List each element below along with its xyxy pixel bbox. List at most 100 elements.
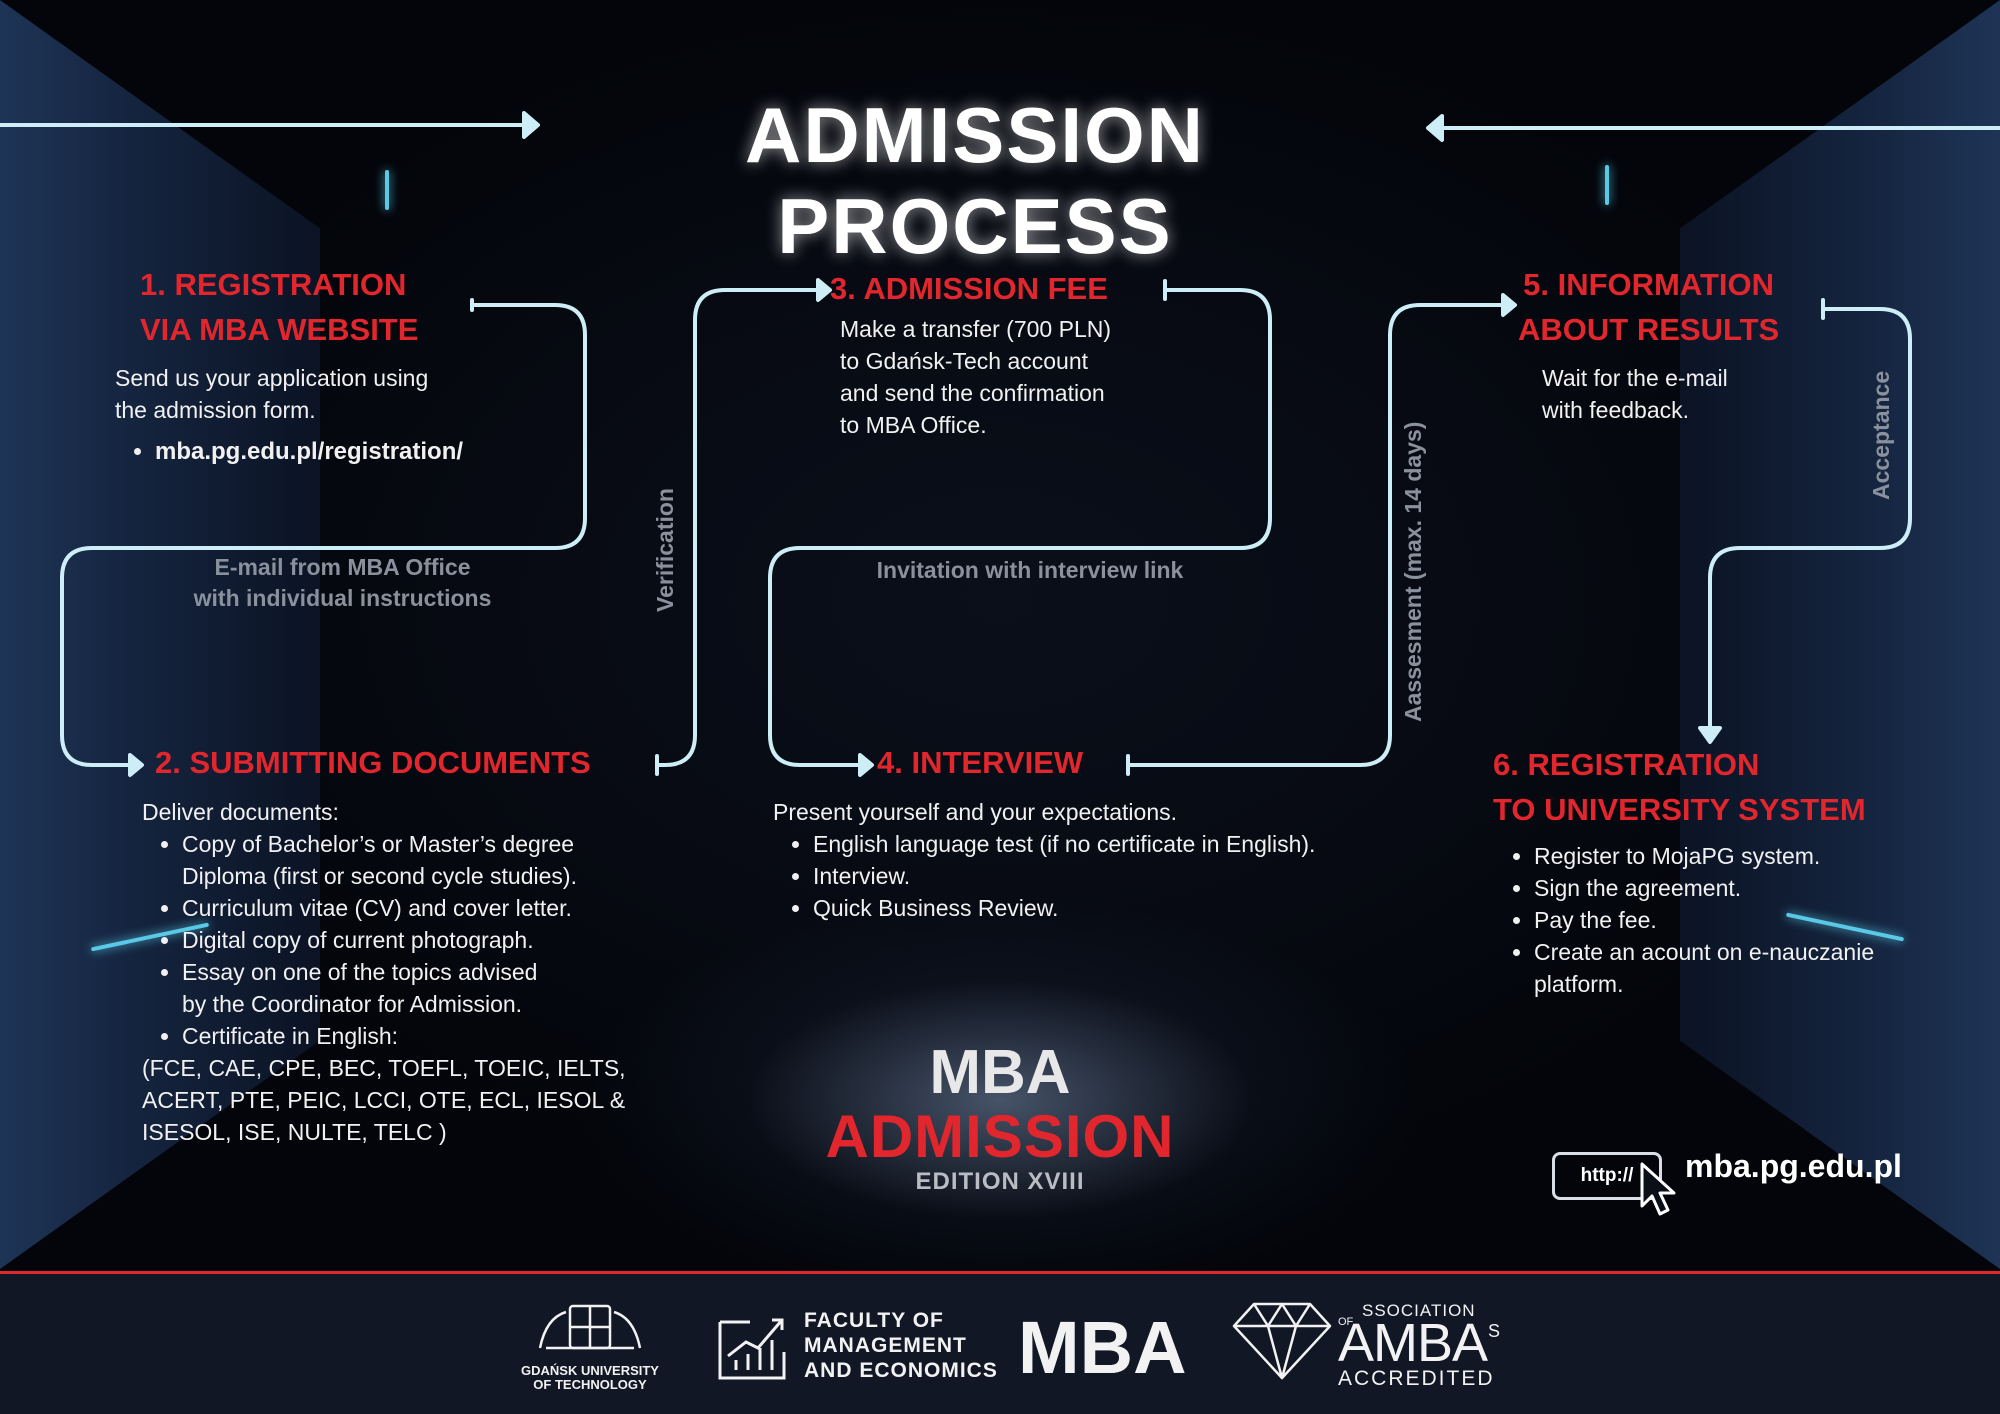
gdansk-university-text: GDAŃSK UNIVERSITY [521, 1363, 659, 1378]
diamond-icon [1232, 1302, 1332, 1380]
step-5-heading-line: ABOUT RESULTS [1518, 312, 1780, 347]
title-arrow-right [1426, 114, 1444, 142]
step-4-intro: Present yourself and your expectations. [773, 799, 1178, 825]
connector-5-6 [1708, 298, 1912, 730]
invitation-label: Invitation with interview link [876, 557, 1184, 583]
step-5-text: Wait for the e-mail [1542, 365, 1728, 391]
list-item-line: Digital copy of current photograph. [182, 927, 534, 953]
certificate-list-line: ISESOL, ISE, NULTE, TELC ) [142, 1119, 447, 1145]
step-2-list: Copy of Bachelor’s or Master’s degreeDip… [142, 828, 662, 1052]
assessment-label: Aassesment (max. 14 days) [1400, 421, 1426, 722]
step-6-list-item: Create an acount on e-nauczanie platform. [1534, 936, 1964, 1000]
step-6-list-item: Sign the agreement. [1534, 872, 1964, 904]
step-1-text: Send us your application using [115, 365, 429, 391]
step-5-heading-line: 5. INFORMATION [1523, 267, 1775, 302]
list-item-line: by the Coordinator for Admission. [182, 991, 523, 1017]
amba-main-text: AMBA [1338, 1313, 1488, 1373]
step-2-list-item: Copy of Bachelor’s or Master’s degreeDip… [182, 828, 662, 892]
step-3-heading: 3. ADMISSION FEE [830, 271, 1108, 306]
step-2-intro: Deliver documents: [142, 799, 339, 825]
list-item-line: Curriculum vitae (CV) and cover letter. [182, 895, 572, 921]
step-1-heading-line: VIA MBA WEBSITE [140, 312, 419, 347]
cursor-icon [1640, 1162, 1676, 1216]
website-link[interactable]: mba.pg.edu.pl [1685, 1148, 1902, 1184]
list-item: Interview. [813, 860, 1315, 892]
step-2-description: Deliver documents: Copy of Bachelor’s or… [142, 796, 662, 1148]
list-item: English language test (if no certificate… [813, 828, 1315, 860]
step-1-heading-line: 1. REGISTRATION [140, 267, 407, 302]
step-6-heading: 6. REGISTRATION TO UNIVERSITY SYSTEM [1493, 742, 1866, 832]
list-item-line: Certificate in English: [182, 1023, 399, 1049]
amba-accredited-text: ACCREDITED [1338, 1367, 1495, 1390]
gdansk-university-crest-icon [538, 1304, 642, 1350]
gdansk-university-logo: GDAŃSK UNIVERSITY OF TECHNOLOGY [510, 1364, 670, 1392]
step-2-list-item: Essay on one of the topics advised by the… [182, 956, 662, 1020]
list-item-line: Register to MojaPG system. [1534, 843, 1821, 869]
url-box: http:// [1552, 1152, 1662, 1200]
corridor-light [385, 170, 389, 210]
step-5-text: with feedback. [1542, 397, 1690, 423]
step-2-list-item: Certificate in English: [182, 1020, 662, 1052]
list-item-line: Copy of Bachelor’s or Master’s degree [182, 831, 575, 857]
step-4-heading: 4. INTERVIEW [877, 745, 1084, 780]
arrow-to-step-2 [128, 753, 144, 777]
email-connector-label: E-mail from MBA Office with individual i… [150, 552, 535, 614]
connector-1-2 [60, 298, 587, 767]
connector-2-3 [655, 288, 822, 776]
connector-4-5 [1126, 303, 1507, 776]
amba-accredited-logo: SSOCIATION OF AMBA S ACCREDITED [1338, 1302, 1508, 1392]
step-3-text: to Gdańsk-Tech account [840, 348, 1089, 374]
list-item-line: Essay on one of the topics advised [182, 959, 538, 985]
connector-3-4 [768, 279, 1272, 767]
step-6-heading-line: 6. REGISTRATION [1493, 747, 1760, 782]
arrow-to-step-3 [816, 278, 832, 302]
logo-line-mba: MBA [929, 1038, 1071, 1107]
gdansk-university-text: OF TECHNOLOGY [533, 1377, 647, 1392]
list-item-line: Pay the fee. [1534, 907, 1657, 933]
step-1-description: Send us your application using the admis… [115, 362, 463, 468]
amba-of-text: OF [1338, 1316, 1354, 1328]
list-item: Quick Business Review. [813, 892, 1315, 924]
step-6-list: Register to MojaPG system. Sign the agree… [1494, 840, 1964, 1000]
step-1-text: the admission form. [115, 397, 316, 423]
corridor-wall-left [0, 0, 320, 1269]
step-5-heading: 5. INFORMATION ABOUT RESULTS [1518, 262, 1779, 352]
step-2-heading: 2. SUBMITTING DOCUMENTS [155, 745, 591, 780]
step-3-description: Make a transfer (700 PLN) to Gdańsk-Tech… [840, 313, 1111, 441]
step-3-text: to MBA Office. [840, 412, 987, 438]
acceptance-label: Acceptance [1868, 370, 1894, 500]
step-1-heading: 1. REGISTRATION VIA MBA WEBSITE [140, 262, 418, 352]
amba-association-text: SSOCIATION [1362, 1301, 1476, 1320]
step-2-list-item: Curriculum vitae (CV) and cover letter. [182, 892, 662, 924]
footer-logos: GDAŃSK UNIVERSITY OF TECHNOLOGY FACULTY … [0, 1271, 2000, 1414]
list-item-line: Create an acount on e-nauczanie [1534, 939, 1875, 965]
page-title: ADMISSION PROCESS [744, 91, 1206, 270]
logo-line-admission: ADMISSION [825, 1103, 1175, 1170]
logo-line-edition: EDITION XVIII [915, 1168, 1085, 1195]
growth-chart-icon [718, 1318, 786, 1380]
mba-admission-logo: MBA ADMISSION EDITION XVIII [800, 1040, 1200, 1196]
faculty-logo-text: FACULTY OF MANAGEMENT AND ECONOMICS [804, 1308, 998, 1383]
arrow-to-step-4 [858, 753, 874, 777]
list-item-line: platform. [1534, 971, 1624, 997]
corridor-light [1605, 165, 1609, 205]
label-line: E-mail from MBA Office [214, 554, 471, 580]
step-6-heading-line: TO UNIVERSITY SYSTEM [1493, 792, 1866, 827]
step-6-description: Register to MojaPG system. Sign the agree… [1494, 840, 1964, 1000]
step-6-list-item: Register to MojaPG system. [1534, 840, 1964, 872]
faculty-text: AND ECONOMICS [804, 1359, 998, 1382]
title-arrow-left [522, 111, 540, 139]
registration-link[interactable]: mba.pg.edu.pl/registration/ [155, 436, 463, 468]
step-5-description: Wait for the e-mail with feedback. [1542, 362, 1728, 426]
label-line: with individual instructions [193, 585, 492, 611]
step-3-text: and send the confirmation [840, 380, 1105, 406]
faculty-text: FACULTY OF [804, 1309, 944, 1332]
step-2-list-item: Digital copy of current photograph. [182, 924, 662, 956]
list-item-line: Sign the agreement. [1534, 875, 1742, 901]
verification-label: Verification [652, 488, 678, 612]
faculty-text: MANAGEMENT [804, 1334, 967, 1357]
step-4-description: Present yourself and your expectations. … [773, 796, 1315, 924]
step-6-list-item: Pay the fee. [1534, 904, 1964, 936]
mba-footer-logo: MBA [1018, 1306, 1187, 1389]
